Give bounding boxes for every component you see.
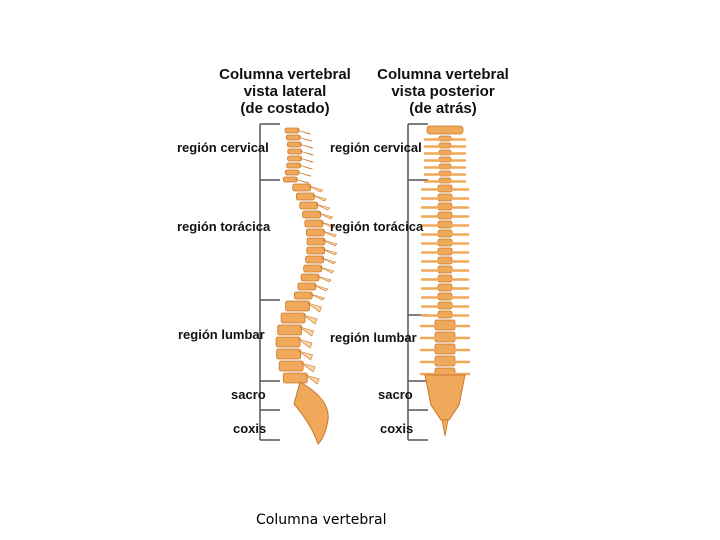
lateral-vertebra	[305, 255, 325, 264]
posterior-view-title: Columna vertebral vista posterior (de at…	[368, 66, 518, 117]
lateral-vertebra	[304, 219, 324, 228]
lateral-spinous-process	[302, 314, 318, 325]
lateral-spinous-process	[322, 230, 337, 238]
lateral-label-sacrum: sacro	[231, 387, 266, 402]
lateral-label-thoracic: región torácica	[177, 219, 271, 234]
lateral-spinous-process	[313, 284, 329, 292]
lateral-spinous-process	[299, 143, 314, 149]
lateral-label-cervical: región cervical	[177, 140, 269, 155]
posterior-region-brackets	[407, 123, 428, 441]
lateral-vertebra	[282, 176, 298, 183]
lateral-spinous-process	[315, 203, 331, 211]
lateral-vertebra	[282, 372, 308, 384]
lateral-spinous-process	[299, 326, 315, 337]
lateral-vertebra	[287, 155, 302, 162]
lateral-vertebra	[280, 312, 306, 324]
lateral-vertebra	[300, 273, 320, 282]
lateral-spinous-process	[318, 212, 334, 220]
lateral-spinous-process	[312, 194, 327, 202]
lateral-vertebra	[286, 141, 302, 148]
lateral-title-line-2: vista lateral	[243, 83, 327, 100]
lateral-spinous-process	[298, 164, 313, 170]
posterior-sacrum	[424, 374, 466, 421]
posterior-atlas	[426, 125, 464, 135]
lateral-vertebra	[297, 282, 317, 291]
lateral-vertebra	[275, 336, 301, 348]
lateral-vertebra	[302, 210, 322, 219]
posterior-label-thoracic: región torácica	[330, 219, 424, 234]
lateral-spinous-process	[297, 171, 312, 177]
lateral-spinous-process	[298, 136, 313, 142]
lateral-spinous-process	[305, 374, 320, 385]
posterior-label-sacrum: sacro	[378, 387, 413, 402]
lateral-vertebra	[285, 300, 311, 312]
lateral-vertebra	[305, 228, 325, 237]
lateral-spinous-process	[307, 302, 323, 313]
lateral-view-title: Columna vertebral vista lateral (de cost…	[205, 66, 365, 117]
posterior-title-line-2: vista posterior	[391, 83, 495, 100]
lateral-vertebra	[287, 148, 303, 155]
lateral-vertebra	[285, 134, 301, 141]
lateral-vertebra	[276, 348, 302, 360]
lateral-vertebra	[284, 127, 300, 134]
lateral-vertebra	[306, 237, 326, 246]
lateral-spinous-process	[296, 129, 312, 135]
posterior-label-cervical: región cervical	[330, 140, 422, 155]
lateral-vertebra	[295, 192, 315, 201]
lateral-title-line-1: Columna vertebral	[219, 66, 351, 83]
lateral-spinous-process	[299, 157, 314, 163]
lateral-vertebra	[306, 246, 326, 255]
posterior-title-line-1: Columna vertebral	[377, 66, 509, 83]
posterior-label-coccyx: coxis	[380, 421, 414, 436]
lateral-spinous-process	[297, 338, 313, 349]
lateral-spinous-process	[301, 362, 316, 373]
lateral-spinous-process	[298, 350, 314, 361]
lateral-spinous-process	[319, 266, 335, 274]
lateral-vertebra	[299, 201, 319, 210]
posterior-coccyx	[441, 419, 449, 437]
lateral-vertebra	[278, 360, 304, 372]
caption: Columna vertebral	[256, 512, 387, 528]
lateral-label-coccyx: coxis	[233, 421, 267, 436]
lateral-title-line-3: (de costado)	[240, 100, 330, 117]
lateral-vertebra	[284, 169, 300, 176]
lateral-spinous-process	[321, 257, 337, 265]
lateral-spinous-process	[310, 293, 325, 301]
lateral-spinous-process	[322, 248, 338, 256]
posterior-spine-drawing	[419, 125, 471, 437]
lateral-spinous-process	[299, 150, 314, 156]
posterior-title-line-3: (de atrás)	[409, 100, 477, 117]
lateral-region-brackets	[259, 123, 280, 441]
lateral-spinous-process	[295, 178, 310, 184]
posterior-label-lumbar: región lumbar	[330, 330, 417, 345]
lateral-vertebra	[286, 162, 302, 169]
lateral-spinous-process	[322, 239, 338, 247]
lateral-spine-drawing	[275, 127, 338, 445]
lateral-vertebra	[277, 324, 303, 336]
lateral-label-lumbar: región lumbar	[178, 327, 265, 342]
lateral-vertebra	[303, 264, 323, 273]
lateral-sacrum	[293, 381, 329, 445]
lateral-spinous-process	[308, 185, 324, 193]
lateral-vertebra	[292, 183, 312, 192]
lateral-spinous-process	[316, 275, 332, 283]
lateral-vertebra	[293, 291, 313, 300]
lateral-spinous-process	[320, 221, 336, 229]
